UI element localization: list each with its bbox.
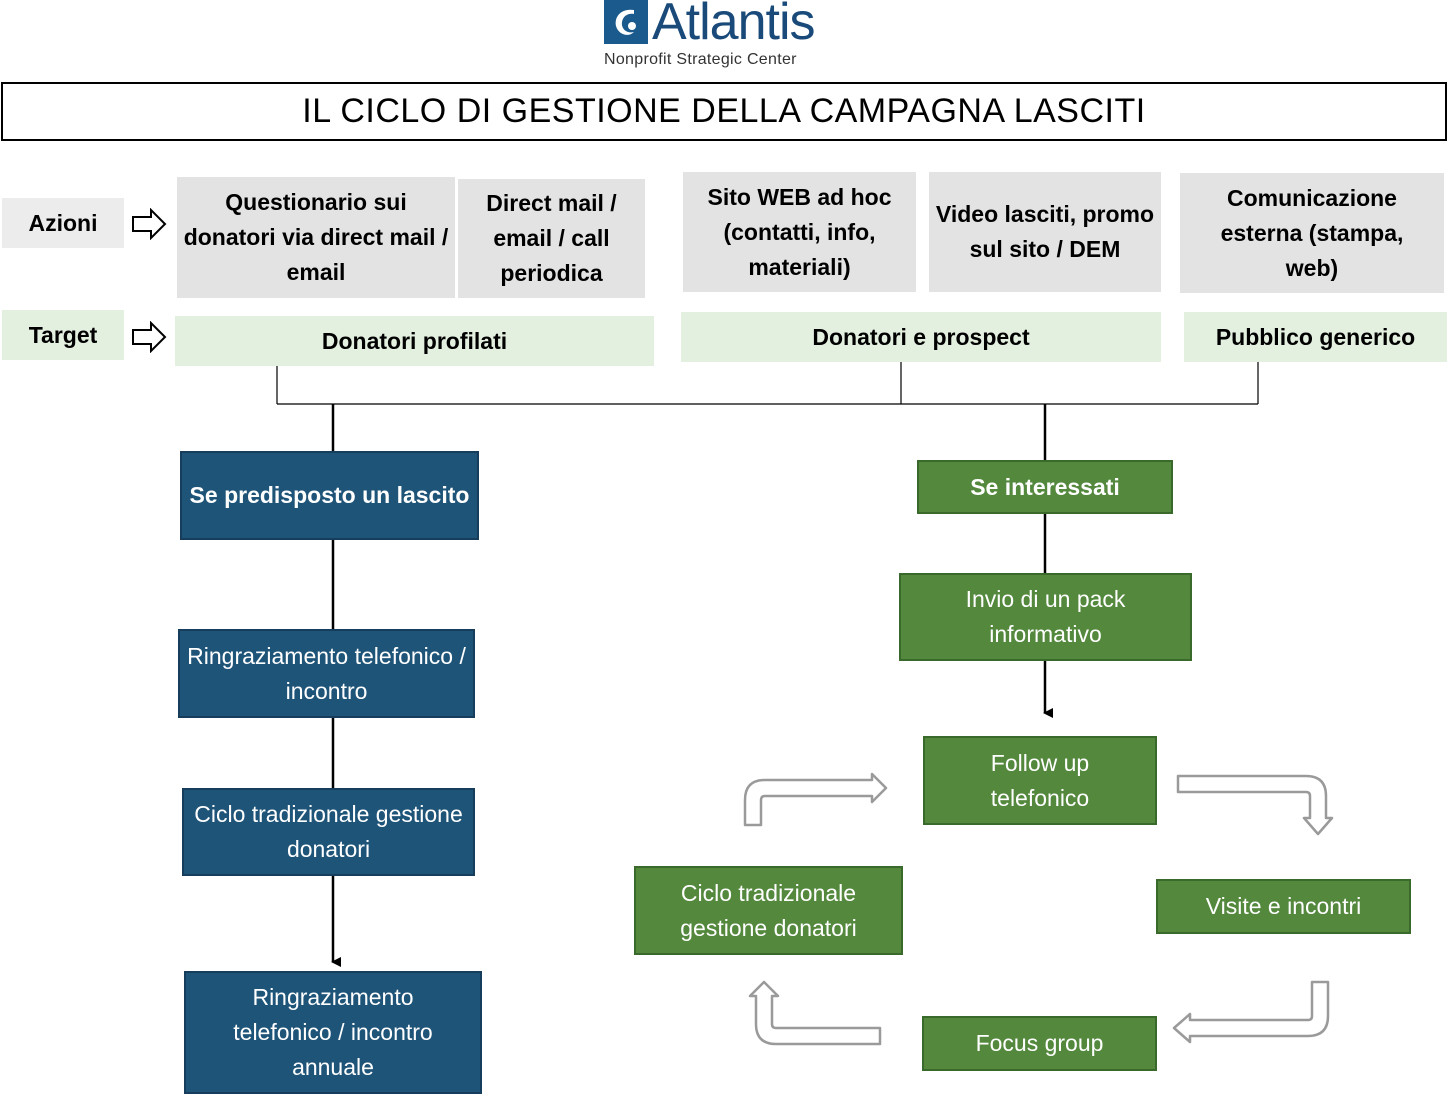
cycle-arrow-to-focus [1172,980,1330,1044]
step-focus-group: Focus group [922,1016,1157,1071]
step-follow-up: Follow up telefonico [923,736,1157,825]
logo-name: Atlantis [652,0,816,51]
target-donors-prospects: Donatori e prospect [681,312,1161,362]
cycle-arrow-to-cycle [748,980,882,1046]
target-arrow-icon [131,320,167,358]
target-profiled-donors: Donatori profilati [175,316,654,366]
step-cycle-donors: Ciclo tradizionale gestione donatori [634,866,903,955]
step-visits: Visite e incontri [1156,879,1411,934]
step-bequest-prepared: Se predisposto un lascito [180,451,479,540]
atlantis-logo-icon [604,0,648,44]
step-thanks-call: Ringraziamento telefonico / incontro [178,629,475,718]
cycle-arrow-to-visits [1176,774,1334,836]
step-info-pack: Invio di un pack informativo [899,573,1192,661]
action-website: Sito WEB ad hoc (contatti, info, materia… [683,172,916,292]
page-title: IL CICLO DI GESTIONE DELLA CAMPAGNA LASC… [1,82,1447,141]
target-row-label: Target [2,310,124,360]
step-if-interested: Se interessati [917,460,1173,514]
logo-tagline: Nonprofit Strategic Center [604,51,797,68]
target-general-public: Pubblico generico [1184,312,1447,362]
action-questionnaire: Questionario sui donatori via direct mai… [177,177,455,298]
step-traditional-cycle: Ciclo tradizionale gestione donatori [182,788,475,876]
step-annual-thanks: Ringraziamento telefonico / incontro ann… [184,971,482,1094]
action-video: Video lasciti, promo sul sito / DEM [929,172,1161,292]
action-external-communication: Comunicazione esterna (stampa, web) [1180,173,1444,293]
action-direct-mail: Direct mail / email / call periodica [458,179,645,298]
cycle-arrow-to-followup [743,772,888,827]
actions-row-label: Azioni [2,198,124,248]
actions-arrow-icon [131,207,167,245]
